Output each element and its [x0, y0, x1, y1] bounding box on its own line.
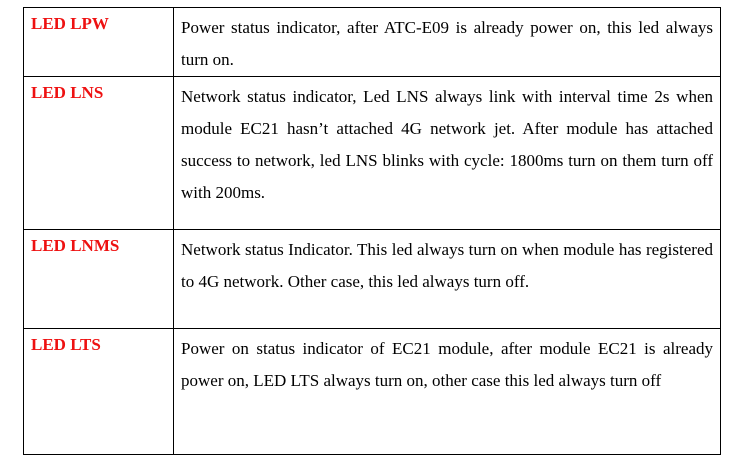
table-row: LED LTS Power on status indicator of EC2… [23, 328, 721, 455]
table-row: LED LNMS Network status Indicator. This … [23, 229, 721, 329]
led-name-cell: LED LNMS [23, 229, 174, 329]
led-description-text: Power on status indicator of EC21 module… [181, 339, 713, 390]
led-description-cell: Power on status indicator of EC21 module… [173, 328, 721, 455]
led-description-cell: Network status Indicator. This led alway… [173, 229, 721, 329]
led-name-label: LED LTS [31, 335, 101, 354]
led-name-cell: LED LNS [23, 76, 174, 230]
led-indicator-table: LED LPW Power status indicator, after AT… [23, 7, 721, 455]
table-row: LED LPW Power status indicator, after AT… [23, 7, 721, 77]
led-name-label: LED LNMS [31, 236, 120, 255]
table-row: LED LNS Network status indicator, Led LN… [23, 76, 721, 230]
led-name-label: LED LNS [31, 83, 104, 102]
led-description-text: Network status Indicator. This led alway… [181, 240, 713, 291]
led-name-cell: LED LPW [23, 7, 174, 77]
led-description-cell: Power status indicator, after ATC-E09 is… [173, 7, 721, 77]
led-description-text: Network status indicator, Led LNS always… [181, 87, 713, 202]
led-name-cell: LED LTS [23, 328, 174, 455]
led-name-label: LED LPW [31, 14, 109, 33]
led-description-cell: Network status indicator, Led LNS always… [173, 76, 721, 230]
led-description-text: Power status indicator, after ATC-E09 is… [181, 18, 713, 69]
